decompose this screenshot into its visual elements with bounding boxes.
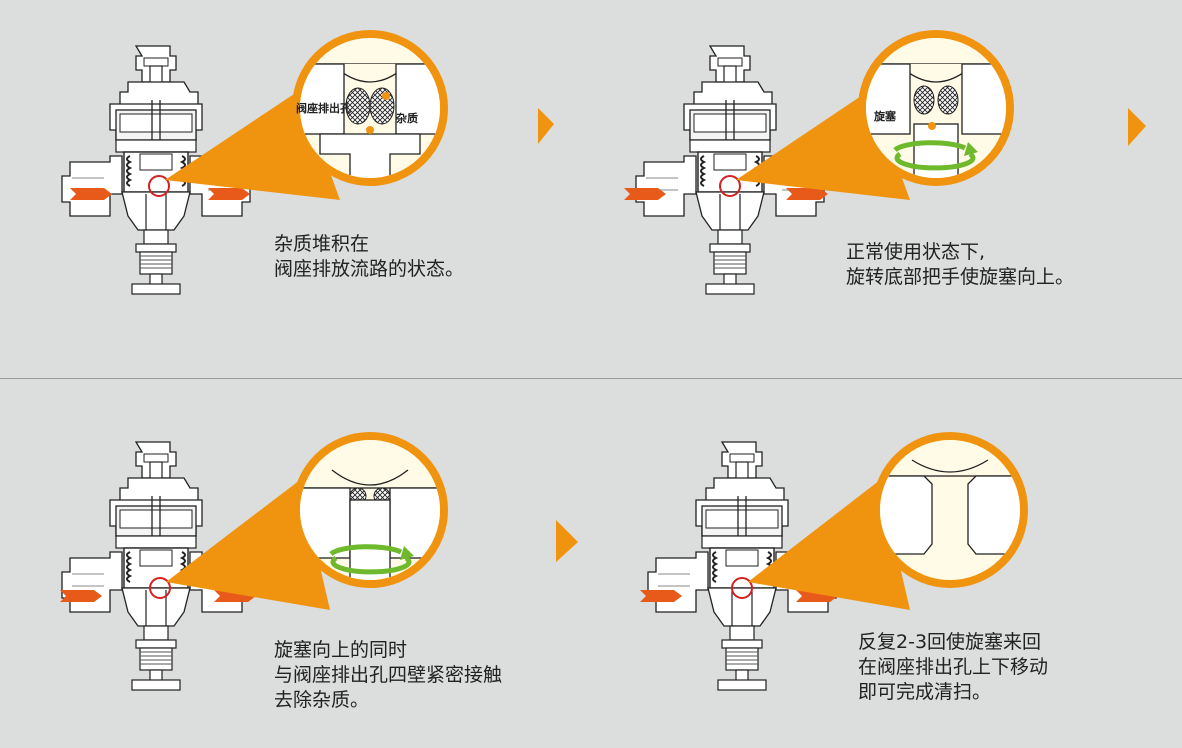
flow-arrow-icon xyxy=(640,590,682,602)
panel-3-description: 旋塞向上的同时 与阀座排出孔四壁紧密接触 去除杂质。 xyxy=(274,638,502,713)
zoom-view xyxy=(292,30,448,186)
callout-plug: 旋塞 xyxy=(873,109,897,123)
panel-2: 旋塞 xyxy=(624,30,1014,295)
description-line: 反复2-3回使旋塞来回 xyxy=(858,631,1042,653)
zoom-view xyxy=(858,30,1014,186)
flow-arrow-icon xyxy=(70,188,112,200)
description-line: 杂质堆积在 xyxy=(274,233,370,255)
description-line: 与阀座排出孔四壁紧密接触 xyxy=(274,664,503,686)
zoom-view xyxy=(872,432,1028,588)
description-line: 阀座排放流路的状态。 xyxy=(274,258,465,280)
rotate-arrow-icon xyxy=(329,544,414,575)
description-line: 正常使用状态下, xyxy=(846,241,986,263)
next-step-arrow-icon xyxy=(556,520,578,562)
description-line: 即可完成清扫。 xyxy=(858,681,992,703)
panel-2-description: 正常使用状态下, 旋转底部把手使旋塞向上。 xyxy=(846,240,1074,290)
description-line: 去除杂质。 xyxy=(274,689,370,711)
callout-impurity: 杂质 xyxy=(396,111,418,125)
highlight-circle xyxy=(719,175,741,197)
panel-1-description: 杂质堆积在 阀座排放流路的状态。 xyxy=(274,232,464,282)
highlight-circle xyxy=(148,175,170,197)
flow-arrow-icon xyxy=(624,188,666,200)
callout-seat-outlet: 阀座排出孔 xyxy=(296,101,351,115)
description-line: 旋转底部把手使旋塞向上。 xyxy=(846,266,1075,288)
highlight-circle xyxy=(149,577,171,599)
zoom-beam xyxy=(748,480,910,610)
panel-4-description: 反复2-3回使旋塞来回 在阀座排出孔上下移动 即可完成清扫。 xyxy=(858,630,1048,705)
zoom-beam xyxy=(166,480,330,610)
highlight-circle xyxy=(731,577,753,599)
flow-arrow-icon xyxy=(208,188,250,200)
next-step-arrow-icon xyxy=(1128,108,1146,146)
row-divider xyxy=(0,378,1182,379)
flow-arrow-icon xyxy=(60,590,102,602)
next-step-arrow-icon xyxy=(538,108,554,144)
description-line: 旋塞向上的同时 xyxy=(274,639,408,661)
rotate-arrow-icon xyxy=(893,140,978,171)
panel-1: 阀座排出孔 杂质 xyxy=(61,30,448,295)
panel-3 xyxy=(60,432,448,691)
zoom-view xyxy=(292,432,448,588)
description-line: 在阀座排出孔上下移动 xyxy=(858,656,1049,678)
